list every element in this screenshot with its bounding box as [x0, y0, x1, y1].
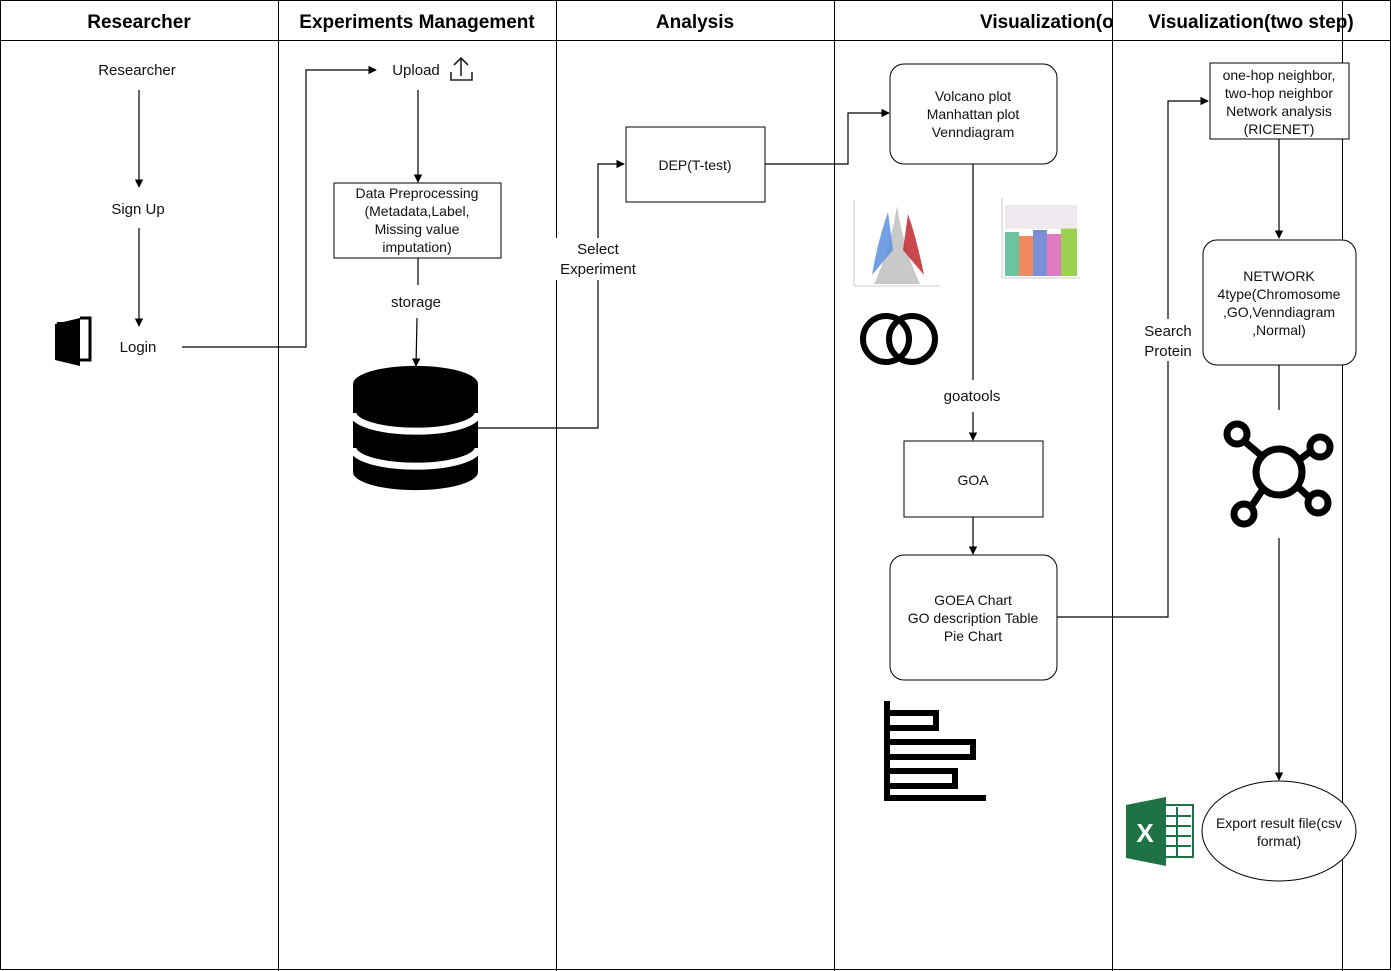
export-line-2: format): [1257, 833, 1301, 849]
neighbor-line-2: two-hop neighbor: [1225, 85, 1334, 101]
door-icon: [55, 316, 92, 366]
goea-line-1: GOEA Chart: [934, 592, 1012, 608]
svg-text:X: X: [1136, 818, 1154, 848]
lane-title-researcher: Researcher: [87, 12, 191, 33]
network-line-4: ,Normal): [1252, 322, 1306, 338]
upload-icon: [450, 56, 473, 81]
edge-dep-plots: [765, 108, 890, 165]
network-line-1: NETWORK: [1243, 268, 1315, 284]
network-line-3: ,GO,Venndiagram: [1223, 304, 1335, 320]
export-line-1: Export result file(csv: [1216, 815, 1342, 831]
edge-database-dep: [478, 159, 625, 429]
storage-label: storage: [391, 294, 441, 311]
network-icon: [1223, 420, 1334, 528]
lane-title-analysis: Analysis: [656, 12, 734, 33]
data-preprocessing-box: [333, 182, 502, 259]
network-line-2: 4type(Chromosome: [1218, 286, 1341, 302]
lane-title-visualization-one-step: Visualization(one step): [980, 12, 1187, 33]
dep-ttest-box: [625, 126, 766, 203]
export-ellipse: [1201, 780, 1357, 882]
select-experiment-line-1: Select: [577, 241, 620, 258]
select-label-bg: [556, 238, 640, 280]
goea-line-2: GO description Table: [908, 610, 1039, 626]
goa-box: [903, 440, 1044, 518]
venn-icon: [860, 313, 938, 365]
neighbor-line-4: (RICENET): [1244, 121, 1315, 137]
select-experiment-line-2: Experiment: [560, 261, 637, 278]
edge-storage-database: [411, 317, 421, 367]
bar-chart-icon: [884, 701, 986, 801]
neighbor-box: [1209, 62, 1350, 140]
database-icon: [349, 365, 482, 491]
goea-line-3: Pie Chart: [944, 628, 1002, 644]
volcano-plot-thumbnail: [853, 200, 940, 287]
neighbor-line-1: one-hop neighbor,: [1223, 67, 1336, 83]
lane-title-experiments-management: Experiments Management: [299, 12, 535, 33]
search-protein-line-2: Protein: [1144, 343, 1192, 360]
network-box: [1202, 239, 1357, 366]
search-protein-line-1: Search: [1144, 323, 1192, 340]
edge-login-upload: [182, 65, 377, 348]
dep-ttest-label: DEP(T-test): [658, 157, 731, 173]
login-node: Login: [120, 339, 157, 356]
preprocess-line-2: (Metadata,Label,: [364, 203, 469, 219]
upload-node: Upload: [392, 62, 440, 79]
plots-line-3: Venndiagram: [932, 124, 1015, 140]
preprocess-line-1: Data Preprocessing: [356, 185, 479, 201]
researcher-node: Researcher: [98, 62, 176, 79]
neighbor-line-3: Network analysis: [1226, 103, 1332, 119]
excel-icon: X: [1126, 797, 1194, 866]
preprocess-line-3: Missing value: [375, 221, 460, 237]
plots-line-1: Volcano plot: [935, 88, 1011, 104]
goatools-label: goatools: [944, 388, 1001, 405]
search-label-bg: [1138, 319, 1198, 361]
signup-node: Sign Up: [111, 201, 164, 218]
preprocess-line-4: imputation): [382, 239, 451, 255]
manhattan-plot-thumbnail: [1001, 198, 1080, 279]
plots-line-2: Manhattan plot: [927, 106, 1020, 122]
lane-title-visualization-two-step: Visualization(two step): [1148, 12, 1354, 33]
goa-label: GOA: [957, 472, 989, 488]
